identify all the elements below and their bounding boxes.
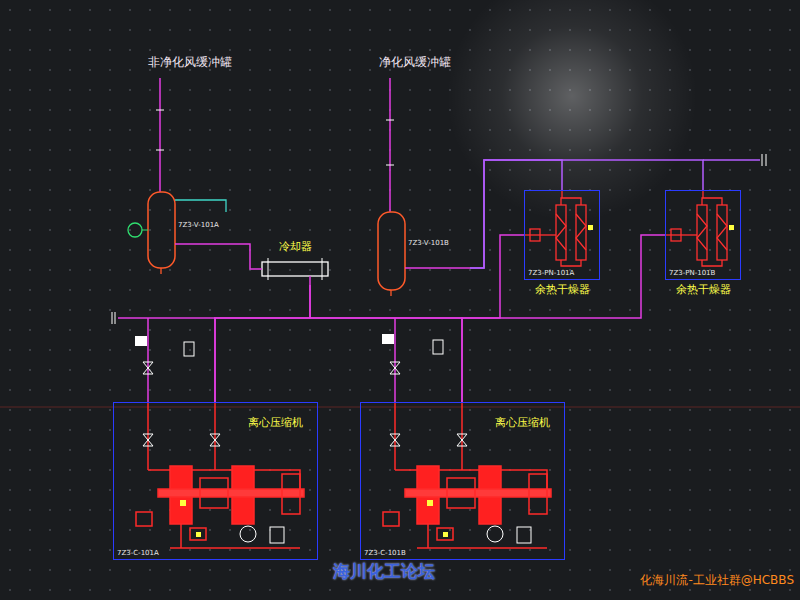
tag-number: 7Z3-PN-101B [669,269,715,277]
pipe-line [462,235,665,402]
watermark: 化海川流-工业社群@HCBBS [640,574,794,586]
node-title: 余热干燥器 [676,284,731,297]
tag-number: 7Z3-V-101B [408,240,449,247]
tick [386,165,394,166]
pipe [118,317,215,319]
compressor-symbol [383,402,551,548]
pipe [160,268,161,274]
node-title: 离心压缩机 [248,417,303,430]
buffer-tank: 净化风缓冲罐 [360,52,470,300]
valve-symbol [390,362,400,368]
dryer-symbol [524,190,593,266]
compressor-box: 离心压缩机 7Z3-C-101A [113,402,318,560]
pipe-line [245,244,255,269]
vessel [148,192,175,268]
tag-number: 7Z3-PN-101A [528,269,574,277]
watermark: 海川化工论坛 [333,563,435,580]
dryer-box: 余热干燥器7Z3-PN-101A [524,190,600,280]
pipe [309,276,311,285]
grid-axis [0,407,800,408]
tick [156,150,164,151]
node-title: 净化风缓冲罐 [379,56,451,70]
tag-number: 7Z3-C-101A [117,549,159,557]
pipe [255,268,262,270]
tick [386,120,394,121]
pipe-line [470,160,703,268]
instrument-box [135,336,147,346]
instrument-box [184,342,194,356]
compressor-symbol [136,402,304,548]
buffer-tank: 非净化风缓冲罐 [135,52,245,275]
instrument-box [382,334,394,344]
pipe [703,159,760,161]
instrument-box [433,340,443,354]
cooler: 冷却器 [255,240,335,285]
instrument-bubble [128,223,142,237]
tick [156,110,164,111]
cooler-shell [262,262,328,276]
valve-symbol [390,368,400,374]
pipe-end [762,154,763,166]
dryer-box: 余热干燥器7Z3-PN-101B [665,190,741,280]
node-title: 余热干燥器 [535,284,590,297]
compressor-box: 离心压缩机 7Z3-C-101B [360,402,565,560]
pipe [394,318,396,402]
pipe-end [115,312,116,324]
node-title: 冷却器 [279,241,312,254]
pipe-line [215,285,310,402]
pipe [159,78,161,192]
pipe [389,78,391,212]
vessel [378,212,405,290]
leader [142,230,148,231]
pipe [147,318,149,402]
pipe [405,267,470,269]
tag-number: 7Z3-V-101A [178,222,219,229]
valve-symbol [143,362,153,368]
dryer-symbol [665,190,734,266]
node-title: 非净化风缓冲罐 [148,56,232,70]
pipe [175,200,226,212]
pipe [390,290,391,296]
pipe-end [766,154,767,166]
tube-sheet [268,258,269,280]
tube-sheet [322,258,323,280]
tag-number: 7Z3-C-101B [364,549,406,557]
pipe [175,243,245,245]
valve-symbol [143,368,153,374]
pipe-end [112,312,113,324]
pipe-line [310,285,462,402]
node-title: 离心压缩机 [495,417,550,430]
